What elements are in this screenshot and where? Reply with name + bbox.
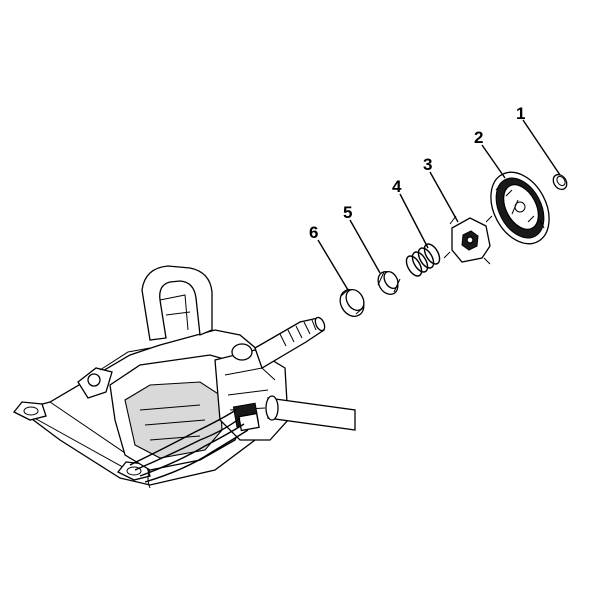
tilt-arch: [141, 265, 213, 341]
callout-4: 4: [392, 177, 402, 196]
part-5-seat: [377, 270, 401, 295]
part-2-disc: [490, 171, 550, 245]
part-3-plate: [443, 215, 493, 265]
callout-2: 2: [474, 128, 483, 147]
leader-lines: [317, 119, 561, 291]
part-1-ring: [552, 173, 568, 191]
callout-5: 5: [343, 203, 352, 222]
callout-3: 3: [423, 155, 432, 174]
steering-shaft: [254, 317, 325, 369]
callout-1: 1: [516, 104, 525, 123]
steering-column-assembly: [12, 265, 356, 489]
part-6-ring: [339, 288, 365, 317]
part-4-spring: [405, 243, 441, 277]
mounting-ear-left: [12, 401, 47, 421]
callouts: 1 2 3 4 5 6: [309, 104, 525, 242]
callout-6: 6: [309, 223, 318, 242]
